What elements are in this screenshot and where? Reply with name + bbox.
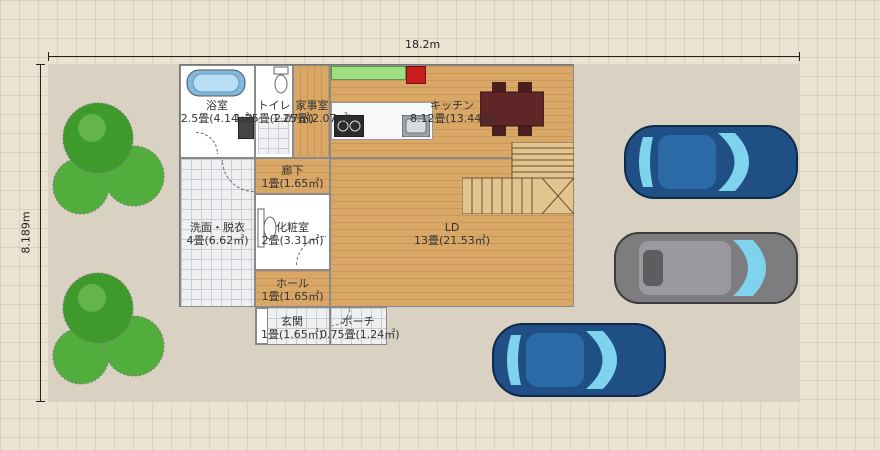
height-dimension-tick-top: [36, 64, 45, 65]
car-windshield: [586, 331, 617, 389]
room-name: ポーチ: [341, 315, 375, 328]
room-label-porch: ポーチ 0.75畳(1.24㎡): [320, 315, 400, 341]
width-dimension-label: 18.2m: [405, 38, 441, 51]
room-name: 化粧室: [276, 221, 309, 234]
stair-lower-steps: [471, 177, 574, 214]
room-area: 1.25畳(2.07㎡): [272, 112, 352, 125]
car-roof: [526, 333, 584, 387]
room-area: 2.5畳(4.14㎡): [180, 112, 254, 125]
room-area: 8.12畳(13.44㎡): [410, 112, 497, 125]
room-name: 浴室: [206, 99, 228, 112]
stove-icon: [334, 115, 364, 137]
tree-highlight: [78, 284, 106, 312]
room-area: 1畳(1.65㎡): [260, 328, 324, 341]
staircase-icon: [462, 142, 574, 214]
stair-upper-steps: [512, 147, 574, 173]
room-corridor[interactable]: [255, 158, 330, 194]
kitchen-back-counter: [331, 66, 406, 80]
width-dimension-line: [48, 56, 800, 57]
car-gray-middle: [614, 232, 798, 304]
room-name: キッチン: [430, 99, 474, 112]
dining-table: [480, 91, 544, 127]
room-label-powder: 化粧室 2畳(3.31㎡): [255, 221, 330, 247]
tree-highlight: [78, 114, 106, 142]
room-name: 洗面・脱衣: [190, 221, 245, 234]
stair-lower-flight: [462, 177, 574, 214]
toilet-icon: [273, 66, 289, 94]
width-dimension-tick-left: [48, 52, 49, 61]
room-area: 1畳(1.65㎡): [261, 290, 324, 303]
room-label-washroom: 洗面・脱衣 4畳(6.62㎡): [180, 221, 255, 247]
room-area: 4畳(6.62㎡): [186, 234, 249, 247]
room-area: 0.75畳(1.24㎡): [320, 328, 400, 341]
car-blue-bottom: [492, 323, 666, 397]
room-area: 2畳(3.31㎡): [261, 234, 324, 247]
refrigerator-icon: [406, 66, 426, 84]
washing-machine-icon: [238, 117, 254, 139]
room-label-kitchen: キッチン 8.12畳(13.44㎡): [410, 99, 497, 125]
room-name: 玄関: [281, 315, 303, 328]
dining-chair: [518, 82, 532, 92]
room-area: 1.25畳(2.07㎡): [234, 112, 314, 125]
toilet-floor-tile: [258, 118, 290, 154]
car-windshield: [718, 133, 749, 191]
bathtub-icon: [186, 69, 246, 97]
dining-chair: [492, 126, 506, 136]
tree-top: [52, 102, 165, 215]
room-entrance[interactable]: [255, 307, 330, 345]
car-windshield: [733, 240, 766, 296]
height-dimension-label: 8.189m: [19, 211, 33, 254]
room-label-hall: ホール 1畳(1.65㎡): [255, 277, 330, 303]
car-rear-window: [639, 137, 653, 187]
dining-chair: [518, 126, 532, 136]
room-name: 廊下: [281, 164, 304, 177]
tree-bottom: [52, 272, 165, 385]
width-dimension-tick-right: [799, 52, 800, 61]
room-label-toilet: トイレ 1.25畳(2.07㎡): [234, 99, 314, 125]
room-area: 1畳(1.65㎡): [261, 177, 324, 190]
car-rear-window: [643, 250, 663, 286]
room-label-entrance: 玄関 1畳(1.65㎡): [254, 315, 330, 341]
room-label-ld: LD 13畳(21.53㎡): [410, 221, 494, 247]
car-blue-top: [624, 125, 798, 199]
room-name: LD: [444, 221, 460, 234]
dining-chair: [492, 82, 506, 92]
room-label-bath: 浴室 2.5畳(4.14㎡): [176, 99, 258, 125]
dining-table-icon: [480, 82, 544, 136]
room-name: トイレ: [257, 99, 291, 112]
room-label-corridor: 廊下 1畳(1.65㎡): [255, 164, 330, 190]
shoe-cabinet-icon: [256, 308, 268, 344]
car-roof: [658, 135, 716, 189]
room-label-utility: 家事室 1.25畳(2.07㎡): [272, 99, 352, 125]
height-dimension-line: [40, 64, 41, 402]
room-hall[interactable]: [255, 270, 330, 307]
room-area: 13畳(21.53㎡): [413, 234, 491, 247]
powder-toilet-icon: [257, 208, 277, 248]
room-name: ホール: [276, 277, 309, 290]
room-utility[interactable]: [293, 65, 330, 158]
sink-icon: [402, 115, 430, 137]
car-rear-window: [507, 335, 521, 385]
height-dimension-tick-bottom: [36, 401, 45, 402]
room-name: 家事室: [295, 99, 329, 112]
